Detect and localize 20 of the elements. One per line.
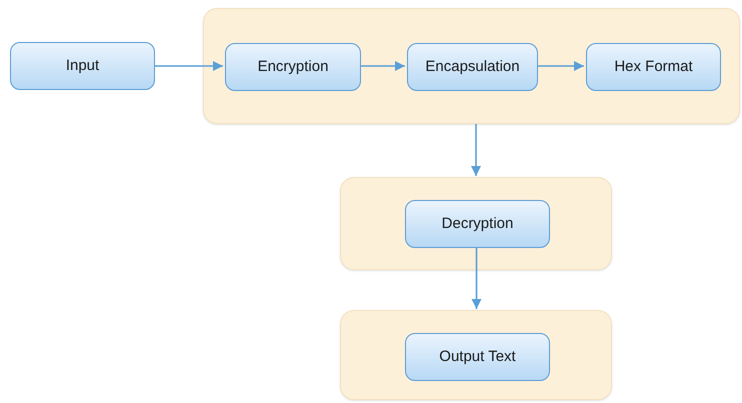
arrow	[472, 247, 482, 309]
arrow	[471, 124, 481, 176]
process-box	[586, 43, 721, 91]
process-box	[405, 333, 550, 381]
group-panel	[203, 8, 740, 124]
box-label: Encapsulation	[425, 58, 520, 76]
box-label: Hex Format	[614, 58, 693, 76]
process-box	[407, 43, 538, 91]
arrow	[155, 61, 223, 71]
box-label: Encryption	[258, 58, 328, 76]
box-label: Input	[66, 56, 100, 76]
process-box	[405, 200, 550, 248]
process-box	[10, 42, 155, 90]
group-panel	[340, 310, 612, 400]
arrow	[537, 61, 584, 71]
process-box	[225, 43, 361, 91]
arrow	[360, 61, 405, 71]
group-panel	[340, 177, 612, 270]
box-label: Decryption	[442, 214, 514, 234]
box-label: Output Text	[439, 348, 516, 366]
